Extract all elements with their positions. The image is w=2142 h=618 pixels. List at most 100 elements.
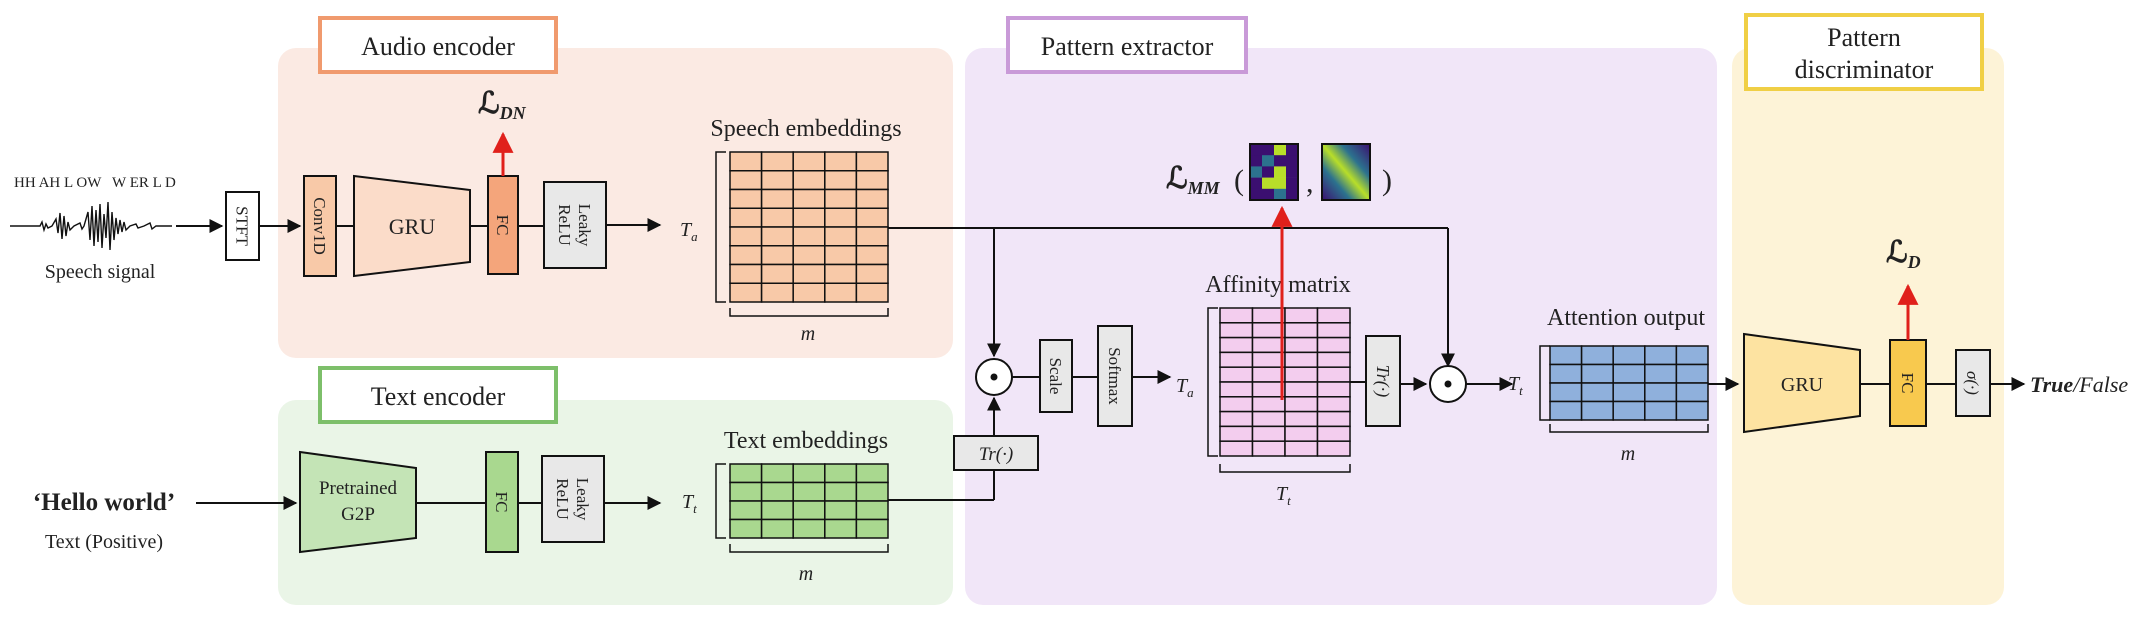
text-encoder-title-box: [318, 366, 558, 424]
disc-fc-label: FC: [1898, 373, 1917, 394]
heatmap-cell: [1274, 188, 1287, 201]
matrix-cell: [855, 226, 889, 247]
matrix-cell: [792, 245, 826, 266]
matrix-cell: [1316, 307, 1351, 324]
text-fc-label: FC: [492, 492, 511, 513]
pattern-discriminator-title-line1: Pattern: [1827, 23, 1901, 52]
matrix-cell: [1284, 351, 1319, 368]
heatmap-cell: [1262, 166, 1275, 178]
speech-rows-symbol: T: [680, 219, 693, 241]
matrix-cell: [824, 263, 858, 284]
mm-target-heatmap: [1321, 143, 1371, 201]
matrix-cell: [824, 245, 858, 266]
attention-col-brace: [1549, 424, 1709, 433]
loss-dn-symbol: ℒ: [478, 87, 500, 120]
matrix-cell: [1251, 366, 1286, 383]
text-rows-symbol: T: [682, 491, 695, 513]
matrix-cell: [1251, 381, 1286, 398]
matrix-cell: [1612, 345, 1646, 366]
matrix-cell: [792, 282, 826, 303]
matrix-cell: [792, 188, 826, 209]
matrix-cell: [1675, 363, 1709, 384]
audio-fc-label: FC: [493, 215, 512, 236]
matrix-cell: [1644, 363, 1678, 384]
matrix-cell: [1284, 425, 1319, 442]
matrix-cell: [760, 518, 794, 539]
matrix-cell: [1316, 396, 1351, 413]
audio-leaky-relu-text: Leaky ReLU: [555, 204, 594, 247]
pattern-discriminator-title-line2: discriminator: [1795, 55, 1934, 84]
text-row-brace: [715, 463, 726, 539]
matrix-cell: [824, 282, 858, 303]
text-rows-label: Tt: [682, 491, 697, 516]
matrix-cell: [824, 151, 858, 172]
attention-rows-label: Tt: [1508, 373, 1523, 398]
matrix-cell: [1284, 381, 1319, 398]
disc-gru-block: [1743, 332, 1861, 434]
loss-d: ℒD: [1886, 236, 1921, 272]
matrix-cell: [760, 282, 794, 303]
matrix-cell: [1675, 345, 1709, 366]
heatmap-cell: [1262, 144, 1275, 156]
matrix-cell: [729, 226, 763, 247]
text-leaky-relu-block: [541, 455, 605, 543]
attention-rows-subscript: t: [1519, 383, 1523, 398]
transpose-label-affinity: Tr(·): [1372, 365, 1393, 398]
matrix-cell: [1612, 382, 1646, 403]
pattern-extractor-title-box: [1006, 16, 1248, 74]
heatmap-cell: [1262, 188, 1275, 201]
matrix-cell: [1219, 425, 1254, 442]
matrix-cell: [855, 245, 889, 266]
matrix-cell: [729, 245, 763, 266]
matrix-cell: [792, 463, 826, 484]
matrix-cell: [792, 500, 826, 521]
disc-fc-block: [1889, 339, 1927, 427]
hadamard-dot-1: [990, 373, 998, 381]
matrix-cell: [1612, 400, 1646, 421]
matrix-cell: [855, 500, 889, 521]
text-fc-block: [485, 451, 519, 553]
phoneme-sequence: HH AH L OW W ER L D: [14, 175, 176, 191]
speech-col-brace: [729, 308, 889, 317]
loss-mm-close-paren: ): [1382, 164, 1392, 197]
heatmap-cell: [1286, 188, 1299, 201]
heatmap-cell: [1250, 166, 1263, 178]
matrix-cell: [792, 207, 826, 228]
matrix-cell: [1251, 336, 1286, 354]
matrix-cell: [1580, 363, 1614, 384]
matrix-cell: [1219, 396, 1254, 413]
matrix-cell: [1284, 336, 1319, 354]
heatmap-cell: [1286, 155, 1299, 167]
text-embeddings-title: Text embeddings: [724, 428, 888, 454]
matrix-cell: [729, 188, 763, 209]
affinity-cols-label: Tt: [1276, 483, 1291, 508]
g2p-label-line2: G2P: [341, 504, 375, 525]
text-input-caption: Text (Positive): [45, 531, 163, 553]
matrix-cell: [1580, 400, 1614, 421]
matrix-cell: [855, 282, 889, 303]
matrix-cell: [855, 263, 889, 284]
heatmap-cell: [1274, 166, 1287, 178]
attention-output-title: Attention output: [1547, 305, 1705, 331]
matrix-cell: [760, 245, 794, 266]
loss-mm-comma: ,: [1306, 166, 1314, 199]
loss-dn-subscript: DN: [499, 103, 527, 123]
matrix-cell: [1549, 363, 1583, 384]
matrix-cell: [729, 518, 763, 539]
matrix-cell: [760, 481, 794, 502]
text-cols-label: m: [799, 563, 813, 585]
matrix-cell: [1284, 366, 1319, 383]
loss-d-subscript: D: [1907, 252, 1921, 272]
affinity-row-brace: [1207, 307, 1218, 457]
scale-label: Scale: [1046, 358, 1065, 395]
matrix-cell: [1644, 400, 1678, 421]
heatmap-cell: [1286, 144, 1299, 156]
heatmap-cell: [1274, 177, 1287, 190]
text-input-value: ‘Hello world’: [33, 489, 175, 516]
matrix-cell: [729, 170, 763, 191]
matrix-cell: [1219, 410, 1254, 428]
audio-encoder-title: Audio encoder: [361, 32, 515, 61]
matrix-cell: [1251, 307, 1286, 324]
affinity-rows-subscript: a: [1187, 385, 1194, 400]
